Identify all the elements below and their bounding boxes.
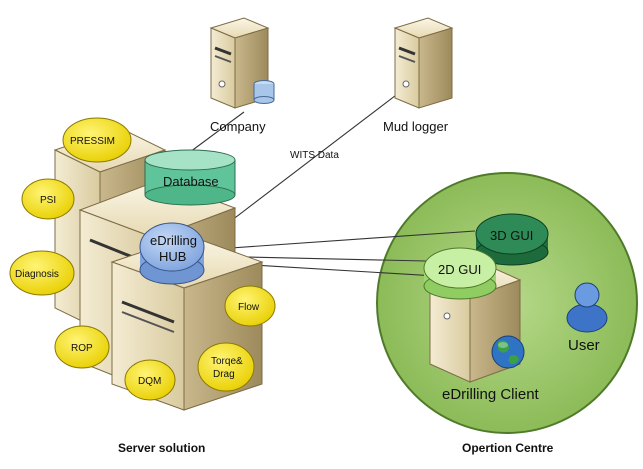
- module-label-dqm: DQM: [138, 376, 161, 387]
- hub-label-line2: HUB: [159, 249, 186, 264]
- module-dqm: [124, 359, 176, 401]
- module-label-psi: PSI: [40, 195, 56, 206]
- hub-label-line1: eDrilling: [150, 233, 197, 248]
- module-diagnosis: [9, 250, 75, 296]
- gui-3d-disk: [475, 213, 549, 266]
- module-label-diagnosis: Diagnosis: [15, 269, 59, 280]
- module-rop: [54, 325, 110, 369]
- globe-icon: [491, 335, 525, 369]
- gui-2d-label: 2D GUI: [438, 262, 481, 277]
- company-label: Company: [210, 119, 266, 134]
- gui-3d-label: 3D GUI: [490, 228, 533, 243]
- module-label-rop: ROP: [71, 343, 93, 354]
- module-label-pressim: PRESSIM: [70, 136, 115, 147]
- mud-logger-label: Mud logger: [383, 119, 449, 134]
- line-hub-3dgui: [201, 230, 476, 251]
- user-label: User: [568, 337, 600, 354]
- user-icon: [566, 282, 608, 333]
- database-server-icon: [209, 17, 275, 109]
- operation-centre-caption: Opertion Centre: [462, 441, 554, 455]
- database-cylinder: [144, 149, 236, 206]
- module-label-flow: Flow: [238, 302, 260, 313]
- hub-disk: [139, 222, 205, 285]
- module-flow: [224, 285, 276, 327]
- server-icon: [393, 17, 454, 109]
- module-pressim: [62, 117, 132, 163]
- module-torqe-drag: [197, 342, 255, 392]
- module-label-torqe-drag: Torqe& Drag: [211, 356, 245, 380]
- server-solution-caption: Server solution: [118, 441, 205, 455]
- database-label: Database: [163, 174, 219, 189]
- line-company-database: [189, 111, 245, 153]
- module-psi: [21, 178, 75, 220]
- line-mudlogger-hub: [201, 88, 405, 244]
- client-label: eDrilling Client: [442, 386, 540, 403]
- gui-2d-disk: [423, 247, 497, 300]
- wits-data-label: WITS Data: [290, 150, 339, 161]
